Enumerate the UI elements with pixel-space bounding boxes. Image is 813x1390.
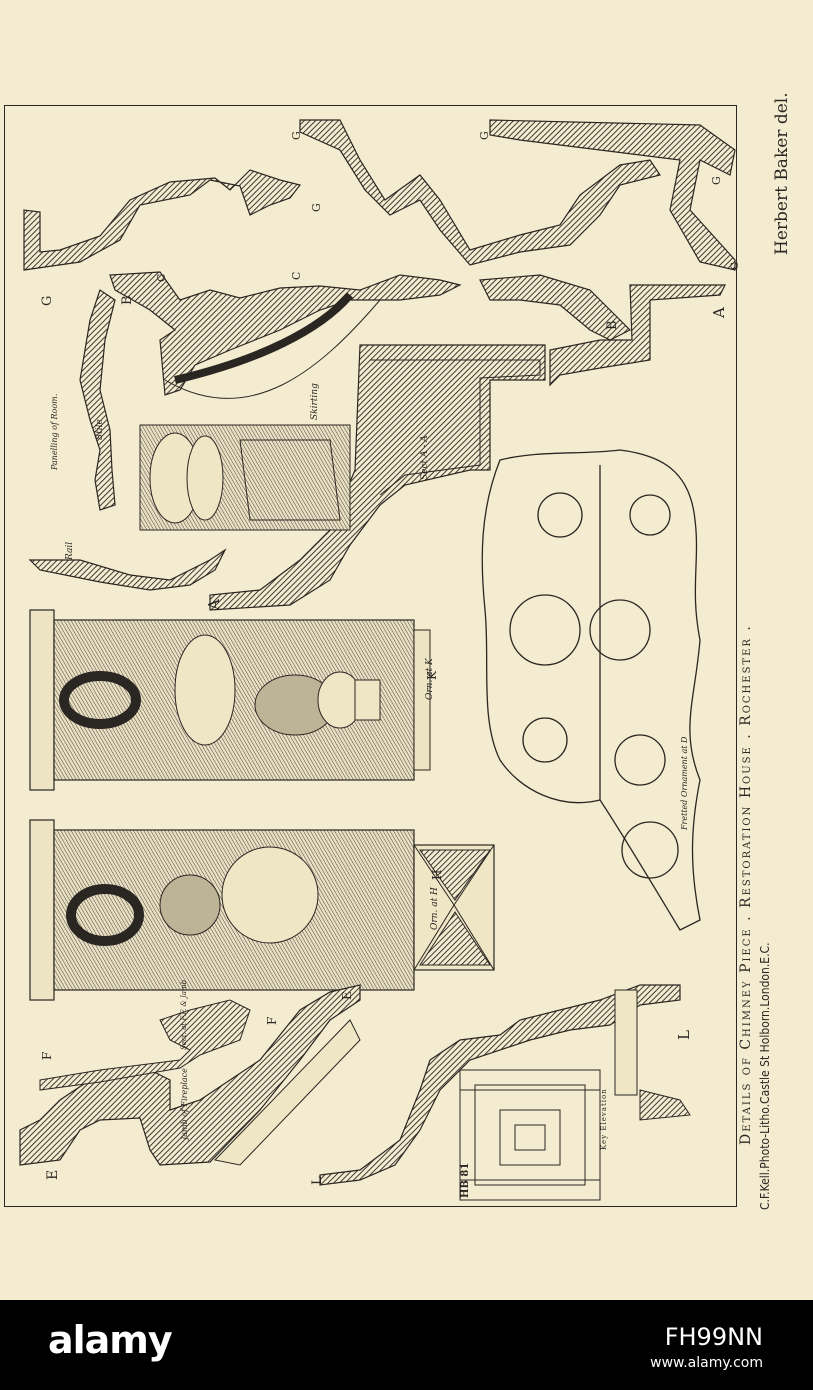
- fretted-ornament: [481, 449, 701, 931]
- l-cornice-end: [639, 1089, 691, 1121]
- brand-logo: alamy: [48, 1318, 173, 1362]
- cornice-profile-bc: [109, 271, 462, 396]
- label-jamb: Jamb of Fireplace: [180, 1068, 189, 1140]
- l-cornice-profile: [319, 984, 681, 1186]
- rail-profile: [28, 548, 227, 591]
- label-key-elevation: Key Elevation: [600, 1088, 608, 1150]
- label-sect-f: Sect. at F.F. & Jamb: [180, 979, 188, 1050]
- moulding-profile-g1: [23, 169, 302, 271]
- letter-g: G: [40, 295, 55, 306]
- letter-f: F: [265, 1016, 279, 1025]
- letter-h: H: [430, 869, 444, 880]
- moulding-profile-g3: [489, 119, 736, 271]
- section-a-inner: [370, 359, 541, 496]
- letter-e: E: [45, 1169, 61, 1180]
- letter-l: L: [310, 1176, 325, 1185]
- l-cornice-block: [614, 989, 638, 1096]
- letter-g: G: [710, 176, 723, 185]
- letter-g: G: [730, 262, 741, 270]
- plate-border: [4, 105, 737, 1207]
- sect-f-profile: [39, 999, 251, 1091]
- carved-panel-k: [29, 609, 431, 791]
- letter-g: G: [310, 203, 323, 212]
- carved-panel-h: [29, 819, 495, 1001]
- jamb-face: [214, 1019, 361, 1166]
- artist-credit: Herbert Baker del.: [772, 92, 792, 255]
- site-url: www.alamy.com: [650, 1355, 763, 1371]
- letter-b: B: [120, 295, 135, 305]
- letter-b: B: [605, 320, 620, 330]
- key-elevation: [459, 1069, 601, 1201]
- stile-curve-inner: [164, 299, 381, 399]
- letter-l: L: [675, 1030, 693, 1040]
- monogram: HB 81: [460, 1162, 471, 1198]
- label-fretted: Fretted Ornament at D: [680, 736, 689, 830]
- label-panelling: Panelling of Room.: [50, 393, 59, 470]
- architectural-drawing: [19, 119, 736, 1201]
- letter-a: A: [205, 599, 223, 610]
- plate-title: Details of Chimney Piece . Restoration H…: [738, 624, 754, 1145]
- letter-g: G: [290, 131, 303, 140]
- letter-f: F: [40, 1051, 54, 1060]
- label-stile: Stile: [95, 419, 105, 440]
- panelling-profile: [79, 289, 116, 511]
- letter-a: A: [710, 307, 728, 318]
- printer-credit: C.F.Kell.Photo-Litho.Castle St Holborn.L…: [758, 942, 772, 1210]
- letter-k: K: [425, 671, 439, 680]
- carved-bracket: [139, 424, 351, 531]
- label-rail: Rail: [65, 541, 75, 560]
- label-sect-a: Sect A - A: [420, 435, 430, 480]
- letter-c: C: [155, 273, 168, 282]
- letter-c: C: [290, 271, 303, 280]
- stile-curve: [174, 292, 354, 384]
- watermark-bar: [0, 1300, 813, 1390]
- cornice-profile-a: [549, 284, 726, 387]
- moulding-profile-g2: [299, 119, 661, 266]
- section-a-profile: [209, 344, 546, 611]
- letter-g: G: [478, 131, 491, 140]
- scanned-page: Details of Chimney Piece . Restoration H…: [4, 92, 792, 1210]
- letter-e: E: [340, 991, 354, 1000]
- label-skirting: Skirting: [310, 383, 320, 420]
- label-orn-h: Orn. at H: [430, 887, 440, 930]
- image-id: FH99NN: [664, 1323, 763, 1351]
